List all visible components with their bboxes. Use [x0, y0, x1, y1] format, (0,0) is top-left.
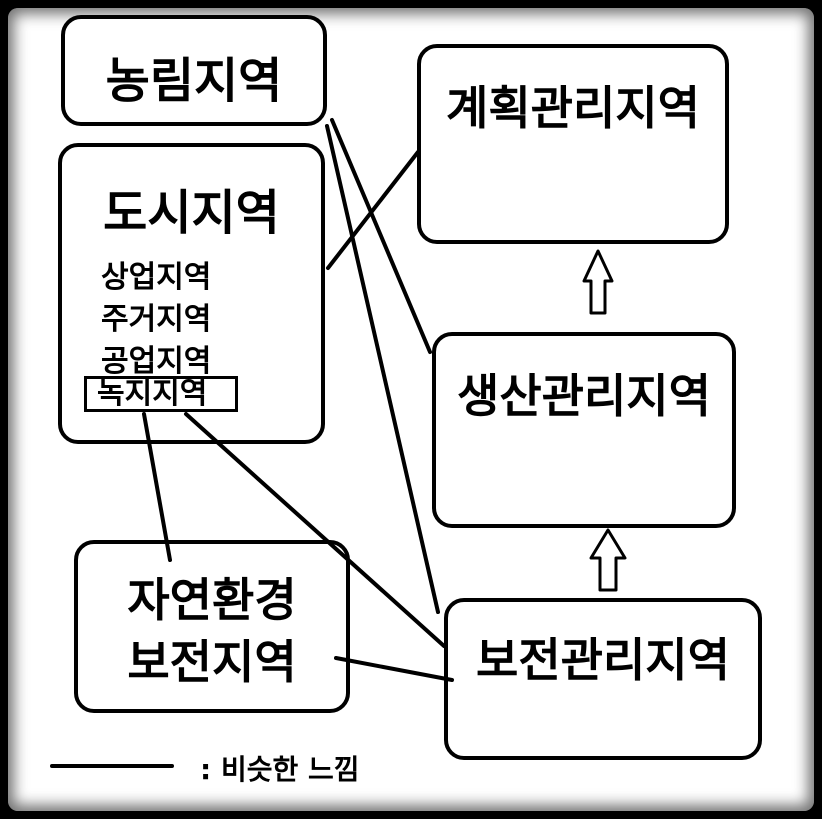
- arrow-up-icon: [589, 528, 627, 592]
- subzone-commercial: 상업지역: [101, 260, 212, 295]
- subzone-green: 녹지지역: [84, 376, 238, 412]
- box-agricultural-forest: 농림지역: [61, 15, 327, 126]
- box-production-management: 생산관리지역: [432, 332, 736, 528]
- subzone-industrial: 공업지역: [101, 344, 212, 379]
- box-planned-management: 계획관리지역: [417, 44, 729, 244]
- link-urban-to-planned: [326, 150, 420, 270]
- label-natural-environment-line1: 자연환경: [127, 573, 297, 627]
- legend-text: : 비슷한 느낌: [200, 753, 360, 786]
- link-agri-to-conservation: [325, 124, 440, 614]
- box-urban: 도시지역: [58, 143, 325, 444]
- link-green-to-conservation: [184, 412, 446, 648]
- link-agri-to-production: [330, 118, 432, 354]
- link-green-to-natural: [142, 412, 172, 562]
- label-planned-management: 계획관리지역: [446, 81, 700, 135]
- link-natural-to-conservation: [334, 656, 454, 682]
- subzone-residential: 주거지역: [101, 302, 212, 337]
- arrow-up-icon: [582, 249, 614, 315]
- label-natural-environment-line2: 보전지역: [127, 635, 297, 689]
- label-agricultural-forest: 농림지역: [105, 53, 283, 109]
- label-conservation-management: 보전관리지역: [476, 633, 730, 687]
- box-natural-environment: 자연환경 보전지역: [74, 540, 350, 713]
- label-urban: 도시지역: [103, 185, 280, 241]
- label-production-management: 생산관리지역: [457, 369, 711, 423]
